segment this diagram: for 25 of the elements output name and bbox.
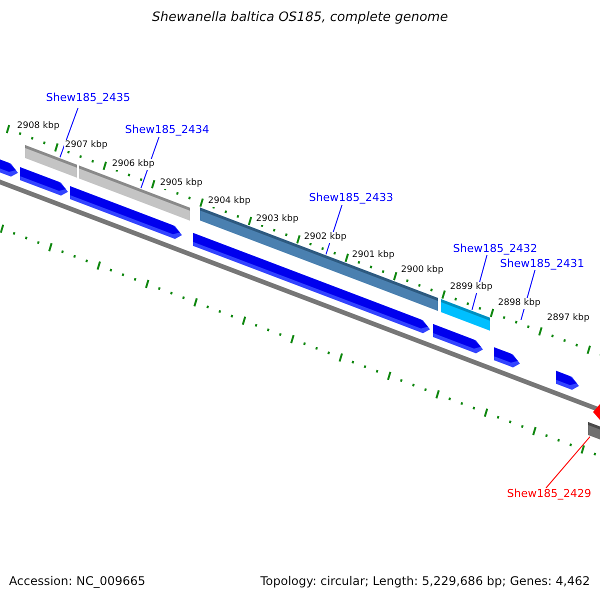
gene-bar (441, 299, 490, 331)
scale-label: 2901 kbp (351, 250, 396, 261)
genome-summary: Topology: circular; Length: 5,229,686 bp; Genes: 4,462 (260, 575, 590, 587)
scale-label: 2902 kbp (303, 232, 348, 243)
gene-label: Shew185_2433 (309, 192, 394, 203)
accession-text: Accession: NC_009665 (9, 575, 146, 587)
leader-line (60, 108, 78, 158)
gene-label: Shew185_2435 (46, 92, 130, 103)
scale-label: 2897 kbp (546, 313, 590, 324)
scale-label: 2899 kbp (449, 282, 494, 293)
scale-label: 2908 kbp (16, 121, 60, 132)
scale-label: 2906 kbp (111, 159, 156, 170)
scale-label: 2898 kbp (497, 298, 542, 309)
gene-label: Shew185_2431 (500, 258, 584, 269)
title: Shewanella baltica OS185, complete genome (151, 11, 449, 24)
gene-bar (588, 422, 600, 442)
scale-label: 2907 kbp (64, 140, 108, 151)
scale-label: 2904 kbp (207, 196, 252, 207)
gene-label: Shew185_2432 (453, 243, 538, 254)
gene-label: Shew185_2434 (125, 124, 210, 135)
scale-label: 2903 kbp (255, 214, 300, 225)
gene-label: Shew185_2429 (507, 488, 592, 499)
scale-label: 2900 kbp (400, 265, 444, 276)
scale-label: 2905 kbp (159, 178, 204, 189)
leader-line (546, 436, 590, 488)
